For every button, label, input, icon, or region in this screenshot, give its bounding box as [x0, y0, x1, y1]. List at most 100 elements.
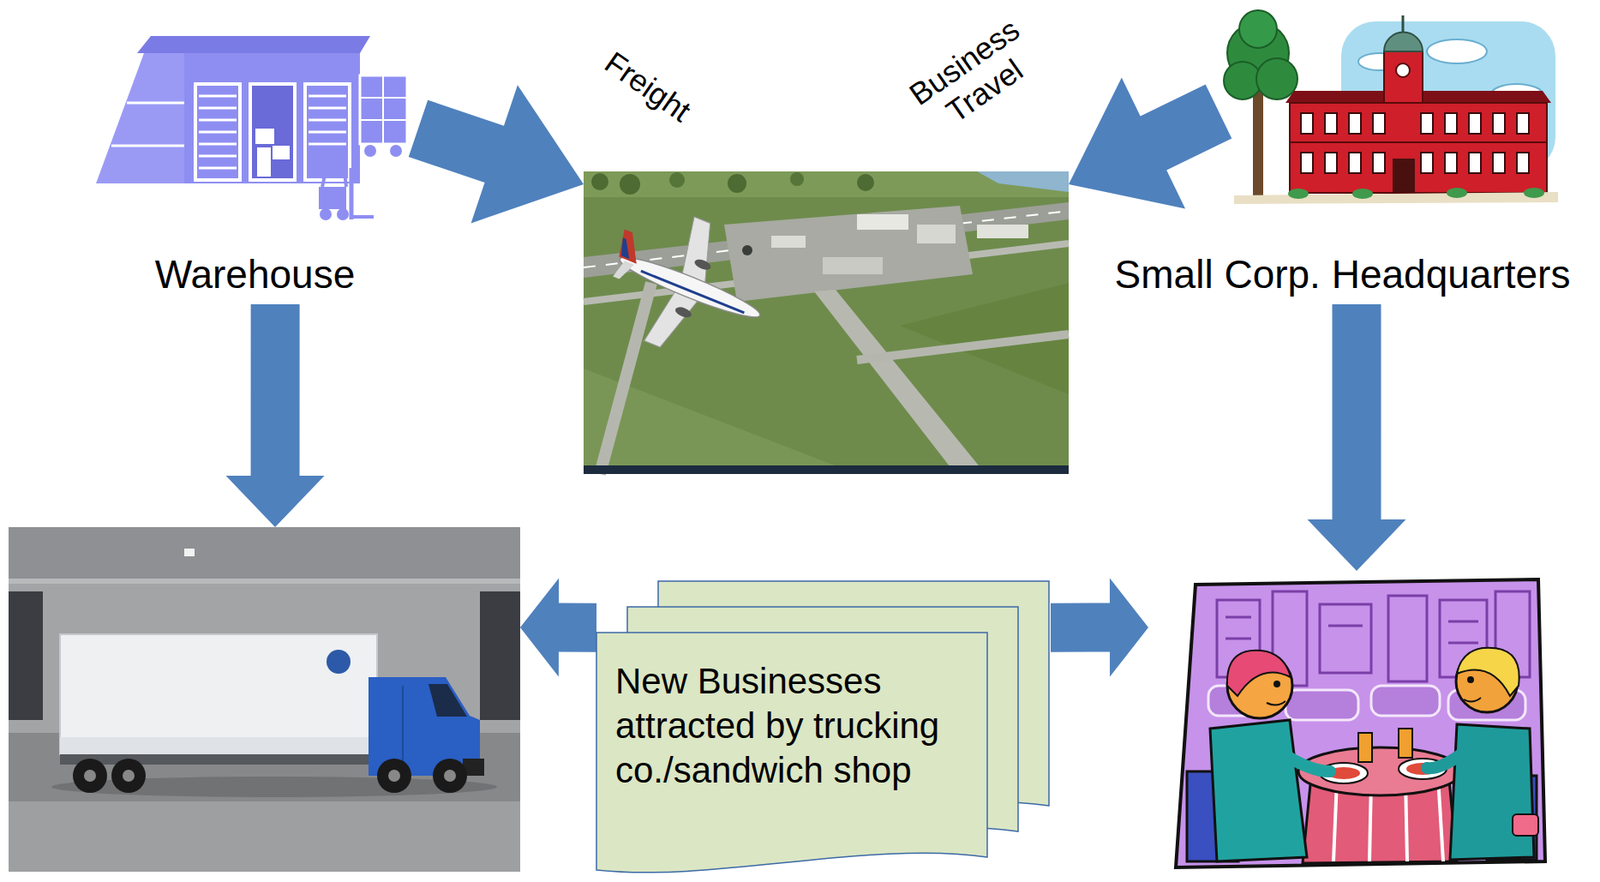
headquarters-picture — [1348, 113, 1361, 134]
headquarters-picture — [1348, 152, 1361, 174]
warehouse-illustration — [359, 75, 408, 144]
headquarters-picture — [1324, 152, 1337, 174]
headquarters-picture — [1289, 141, 1547, 144]
headquarters-picture — [1300, 113, 1313, 134]
warehouse-illustration — [198, 155, 237, 158]
block-arrow — [520, 578, 597, 678]
headquarters-picture — [1396, 63, 1410, 78]
headquarters-picture — [1446, 187, 1468, 198]
restaurant-clipart — [1371, 685, 1440, 716]
headquarters-picture — [1392, 158, 1415, 193]
airport-picture — [976, 224, 1029, 239]
warehouse-illustration — [364, 144, 377, 157]
headquarters-picture — [1252, 85, 1264, 198]
restaurant-clipart — [1175, 579, 1546, 868]
airport-picture — [583, 171, 1069, 474]
warehouse-icon: Warehouse — [91, 30, 419, 305]
restaurant-clipart — [1283, 754, 1331, 772]
warehouse-illustration — [382, 75, 384, 144]
restaurant-clipart — [1456, 647, 1520, 696]
airport-picture — [856, 173, 875, 192]
headquarters-picture — [1352, 188, 1373, 199]
warehouse-illustration — [322, 171, 347, 187]
airport-picture — [856, 214, 909, 230]
airport-picture — [614, 229, 648, 264]
picture-caption: Warehouse — [155, 251, 356, 298]
restaurant-clipart — [1450, 724, 1535, 860]
airport-picture — [771, 235, 806, 248]
warehouse-illustration — [184, 53, 360, 184]
restaurant-clipart — [1225, 616, 1252, 619]
headquarters-picture — [1256, 58, 1298, 100]
airport-picture — [583, 171, 1069, 198]
truck-photo — [428, 683, 468, 717]
edge-label-holder: Business Travel — [903, 11, 1047, 142]
airport-picture — [619, 173, 641, 195]
truck-photo — [59, 634, 378, 755]
truck-photo — [377, 758, 412, 793]
airport-picture — [588, 194, 786, 378]
warehouse-illustration — [308, 95, 347, 98]
warehouse-illustration — [257, 147, 271, 177]
airport-picture — [916, 224, 956, 244]
truck-photo — [8, 578, 521, 584]
warehouse-illustration — [308, 143, 347, 146]
truck-photo — [8, 801, 521, 872]
restaurant-clipart — [1285, 689, 1359, 720]
warehouse-illustration — [272, 145, 290, 160]
airport-picture — [976, 171, 1069, 192]
truck-photo — [8, 527, 521, 872]
warehouse-illustration — [336, 208, 349, 221]
headquarters-picture — [1372, 152, 1385, 174]
truck-photo — [326, 649, 351, 674]
warehouse-illustration — [195, 83, 240, 180]
airport-picture — [591, 173, 609, 191]
headquarters-picture — [1300, 152, 1313, 174]
restaurant-clipart — [1328, 624, 1363, 628]
truck-photo — [59, 737, 378, 755]
truck-photo — [184, 548, 195, 557]
headquarters-picture — [1384, 51, 1423, 103]
headquarters-picture — [1223, 10, 1559, 204]
warehouse-illustration — [319, 208, 332, 221]
warehouse-illustration — [95, 35, 408, 221]
restaurant-clipart — [1388, 595, 1427, 682]
headquarters-picture — [1289, 102, 1547, 193]
airport-picture — [724, 205, 973, 302]
airport-picture — [583, 171, 1069, 474]
warehouse-illustration — [308, 131, 347, 134]
truck-photo — [72, 758, 108, 793]
truck-photo — [111, 758, 146, 793]
truck-photo — [432, 758, 468, 793]
airport-picture — [814, 289, 986, 474]
warehouse-illustration — [255, 128, 275, 144]
airport-picture — [583, 171, 1069, 474]
restaurant-picture — [1148, 570, 1566, 877]
headquarters-picture — [1420, 113, 1433, 134]
restaurant-clipart — [1463, 697, 1481, 702]
truck-photo — [8, 527, 521, 579]
restaurant-clipart — [1448, 620, 1479, 624]
restaurant-clipart — [1398, 728, 1413, 758]
headquarters-picture — [1492, 113, 1505, 134]
box-text: New Businesses attracted by trucking co.… — [615, 659, 959, 793]
headquarters-picture — [1420, 152, 1433, 174]
airport-picture — [669, 172, 685, 188]
airport-picture — [599, 282, 652, 474]
warehouse-illustration — [308, 107, 347, 110]
headquarters-picture — [1468, 113, 1481, 134]
block-arrow — [1068, 77, 1232, 209]
restaurant-clipart — [1512, 814, 1539, 836]
restaurant-clipart — [1273, 680, 1281, 688]
warehouse-illustration — [95, 53, 185, 184]
restaurant-clipart — [1266, 701, 1286, 706]
headquarters-picture — [1384, 32, 1423, 53]
truck-photo — [443, 769, 456, 782]
warehouse-illustration — [351, 215, 374, 219]
restaurant-clipart — [1426, 754, 1462, 768]
warehouse-illustration — [198, 167, 237, 170]
airport-picture — [822, 257, 883, 275]
headquarters-picture — [1492, 152, 1505, 174]
warehouse-illustration — [198, 95, 237, 98]
